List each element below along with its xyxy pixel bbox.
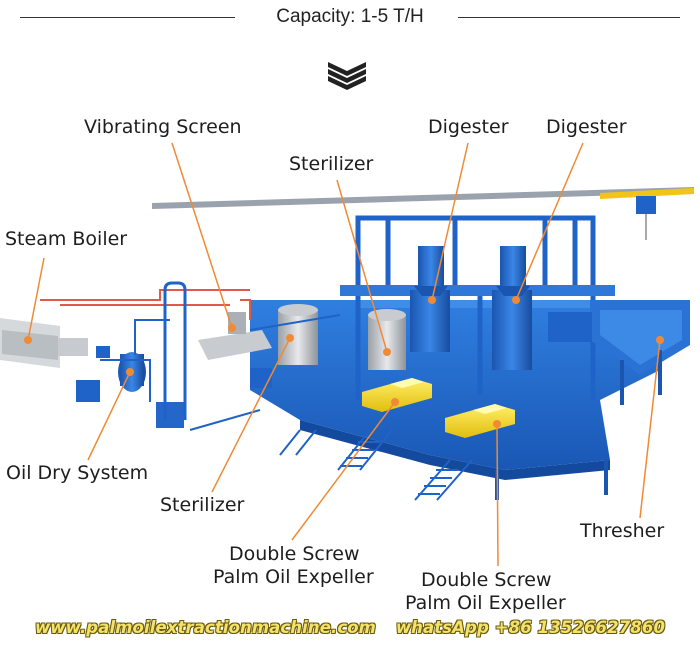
whatsapp-text: whatsApp +86 13526627860 (395, 618, 666, 637)
capacity-title: Capacity: 1-5 T/H (276, 6, 424, 27)
label-expeller-1-line2: Palm Oil Expeller (213, 566, 374, 588)
header-rule-left (20, 17, 235, 18)
label-sterilizer-bottom: Sterilizer (160, 494, 245, 516)
footer-contact: www.palmoilextractionmachine.com whatsAp… (0, 618, 700, 637)
overhead-crane (152, 187, 694, 240)
expeller-1 (362, 378, 432, 412)
label-digester-2: Digester (546, 116, 627, 138)
label-thresher: Thresher (580, 520, 665, 542)
label-vibrating-screen: Vibrating Screen (84, 116, 242, 138)
label-oil-dry-system: Oil Dry System (6, 462, 149, 484)
header-rule-right (458, 17, 680, 18)
sterilizer-drum-2 (368, 309, 406, 370)
website-text: www.palmoilextractionmachine.com (34, 618, 376, 637)
chevron-down-icon (328, 62, 366, 90)
leader-lines (27, 142, 661, 567)
label-digester-1: Digester (428, 116, 509, 138)
label-sterilizer-top: Sterilizer (289, 153, 374, 175)
digester-2 (492, 246, 532, 370)
sterilizer-drum-1 (278, 304, 318, 365)
upper-deck (340, 285, 615, 296)
steam-boiler-unit (0, 318, 110, 368)
pipework (40, 281, 341, 431)
stairs (279, 429, 473, 501)
label-expeller-2-line2: Palm Oil Expeller (405, 592, 566, 614)
leader-dots (24, 296, 664, 428)
oil-dry-system-unit (76, 352, 184, 428)
digester-1 (410, 246, 450, 352)
label-steam-boiler: Steam Boiler (5, 228, 128, 250)
label-expeller-1-line1: Double Screw (229, 543, 360, 565)
label-expeller-2-line1: Double Screw (421, 569, 552, 591)
expeller-2 (445, 404, 515, 438)
